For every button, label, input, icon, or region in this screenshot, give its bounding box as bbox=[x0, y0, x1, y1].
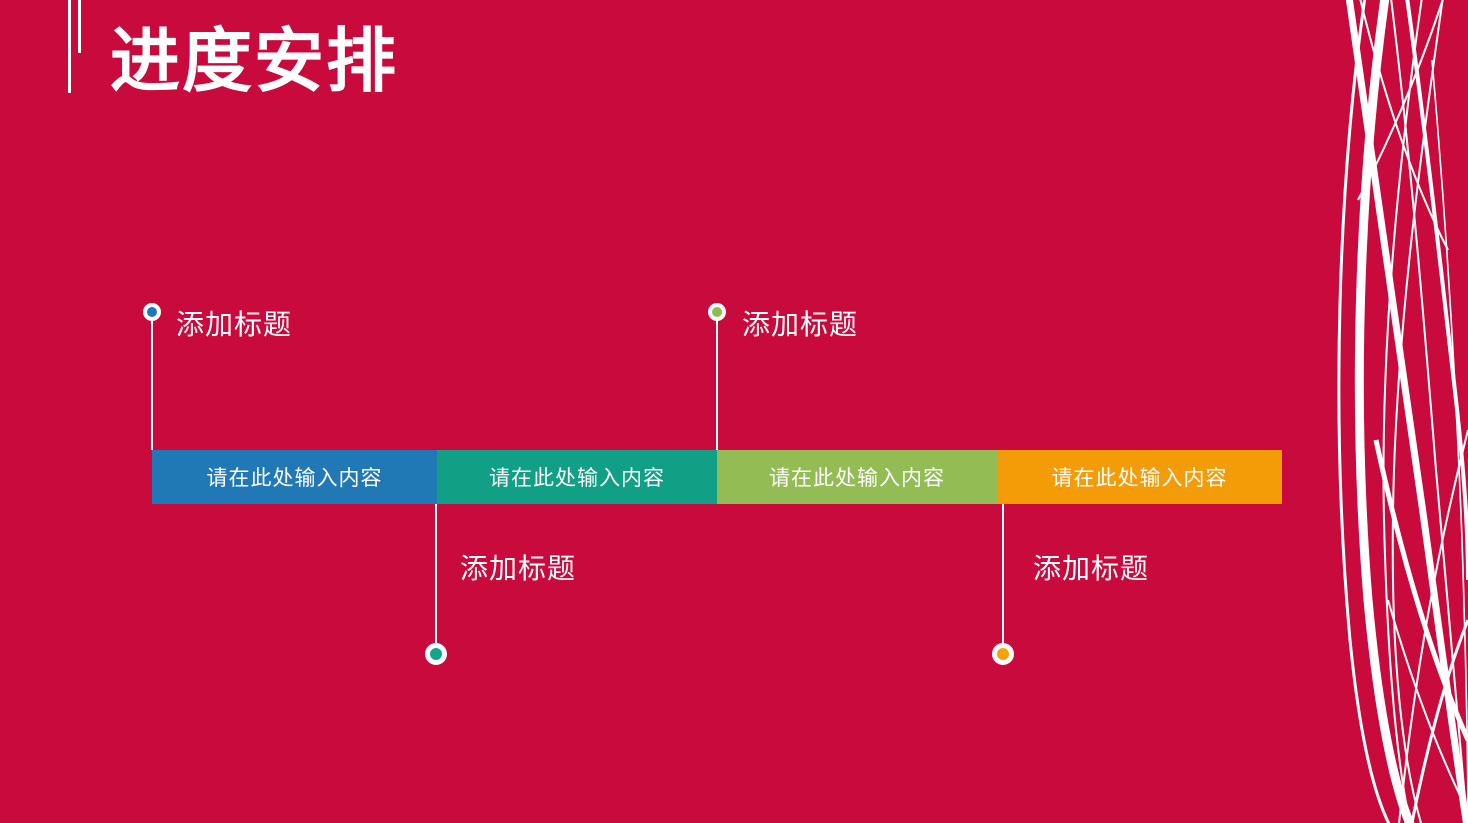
timeline-marker-dot bbox=[712, 307, 722, 317]
timeline-marker-4[interactable] bbox=[992, 643, 1014, 665]
timeline-segment-1[interactable]: 请在此处输入内容 bbox=[152, 450, 437, 504]
page-title: 进度安排 bbox=[110, 20, 398, 102]
timeline-connector-3 bbox=[435, 504, 437, 644]
timeline-label-3[interactable]: 添加标题 bbox=[460, 552, 577, 585]
timeline-marker-dot bbox=[430, 648, 442, 660]
curved-ribbon-lines-icon bbox=[1337, 0, 1468, 823]
timeline-connector-2 bbox=[716, 320, 718, 450]
timeline-marker-2[interactable] bbox=[708, 303, 726, 321]
timeline-marker-dot bbox=[997, 648, 1009, 660]
timeline-segment-4[interactable]: 请在此处输入内容 bbox=[997, 450, 1282, 504]
timeline-segment-2[interactable]: 请在此处输入内容 bbox=[437, 450, 717, 504]
timeline-marker-1[interactable] bbox=[143, 303, 161, 321]
timeline-connector-4 bbox=[1002, 504, 1004, 644]
timeline-label-4[interactable]: 添加标题 bbox=[1033, 552, 1150, 585]
timeline-segment-3[interactable]: 请在此处输入内容 bbox=[717, 450, 997, 504]
timeline-connector-1 bbox=[151, 320, 153, 450]
title-accent-rule-long bbox=[68, 0, 71, 93]
timeline-marker-3[interactable] bbox=[425, 643, 447, 665]
timeline-label-1[interactable]: 添加标题 bbox=[176, 308, 293, 341]
timeline-marker-dot bbox=[147, 307, 157, 317]
timeline-bar: 请在此处输入内容请在此处输入内容请在此处输入内容请在此处输入内容 bbox=[152, 450, 1282, 504]
timeline-label-2[interactable]: 添加标题 bbox=[742, 308, 859, 341]
title-accent-rule-short bbox=[78, 0, 81, 53]
